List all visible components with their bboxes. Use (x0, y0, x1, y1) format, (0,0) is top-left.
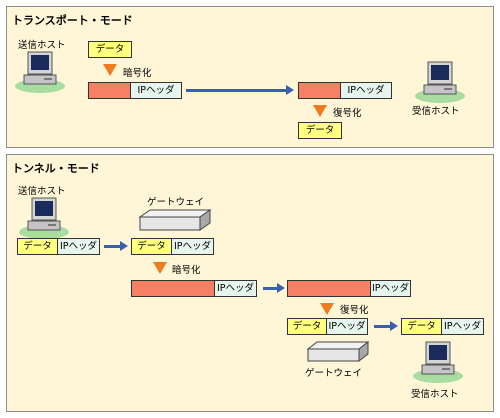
tunnel-gateway-data-box: データ (131, 238, 172, 255)
transport-decrypted-data-box: データ (298, 122, 342, 139)
tunnel-sender-computer-icon (19, 197, 69, 239)
tunnel-gateway-label: ゲートウェイ (147, 197, 205, 208)
transport-encrypted-payload (88, 82, 131, 99)
tunnel-decrypt-triangle-icon (320, 303, 334, 315)
tunnel-received-encrypted-payload (287, 280, 371, 297)
tunnel-sender-data-box: データ (17, 238, 58, 255)
tunnel-encrypted-payload (131, 280, 215, 297)
tunnel-mode-title: トンネル・モード (12, 162, 100, 175)
tunnel-receiver-data-box: データ (401, 318, 442, 335)
transport-receiver-label: 受信ホスト (412, 106, 460, 117)
transport-ip-header-box: IPヘッダ (130, 82, 182, 99)
transport-received-payload (298, 82, 341, 99)
tunnel-decrypt-label: 復号化 (340, 305, 369, 316)
tunnel-receiver-ip-header-box: IPヘッダ (441, 318, 484, 335)
tunnel-receiver-computer-icon (413, 341, 463, 383)
tunnel-receiver-gateway-label: ゲートウェイ (305, 368, 363, 379)
transport-arrow-icon (186, 85, 294, 95)
transport-decrypt-triangle-icon (313, 105, 327, 117)
tunnel-sender-label: 送信ホスト (18, 186, 66, 197)
sender-computer-icon (15, 51, 65, 93)
transport-encrypt-label: 暗号化 (123, 68, 152, 79)
tunnel-encrypt-triangle-icon (153, 262, 167, 274)
transport-mode-title: トランスポート・モード (12, 14, 133, 27)
transport-decrypt-label: 復号化 (333, 108, 362, 119)
tunnel-new-ip-header-box: IPヘッダ (214, 280, 257, 297)
tunnel-received-ip-header-box: IPヘッダ (370, 280, 411, 297)
tunnel-arrow-2-icon (263, 283, 285, 293)
transport-received-ip-header-box: IPヘッダ (340, 82, 392, 99)
receiver-computer-icon (415, 61, 465, 103)
transport-data-box: データ (88, 41, 132, 58)
transport-encrypt-triangle-icon (103, 64, 117, 76)
tunnel-decrypted-data-box: データ (287, 318, 327, 335)
tunnel-sender-ip-header-box: IPヘッダ (57, 238, 100, 255)
tunnel-arrow-3-icon (374, 321, 398, 331)
tunnel-decrypted-ip-header-box: IPヘッダ (326, 318, 368, 335)
transport-mode-panel (6, 6, 494, 148)
receiver-gateway-router-icon (306, 340, 370, 363)
tunnel-gateway-ip-header-box: IPヘッダ (171, 238, 214, 255)
tunnel-arrow-1-icon (104, 241, 128, 251)
tunnel-receiver-label: 受信ホスト (411, 389, 459, 400)
transport-sender-label: 送信ホスト (18, 40, 66, 51)
tunnel-encrypt-label: 暗号化 (172, 265, 201, 276)
sender-gateway-router-icon (138, 209, 212, 231)
